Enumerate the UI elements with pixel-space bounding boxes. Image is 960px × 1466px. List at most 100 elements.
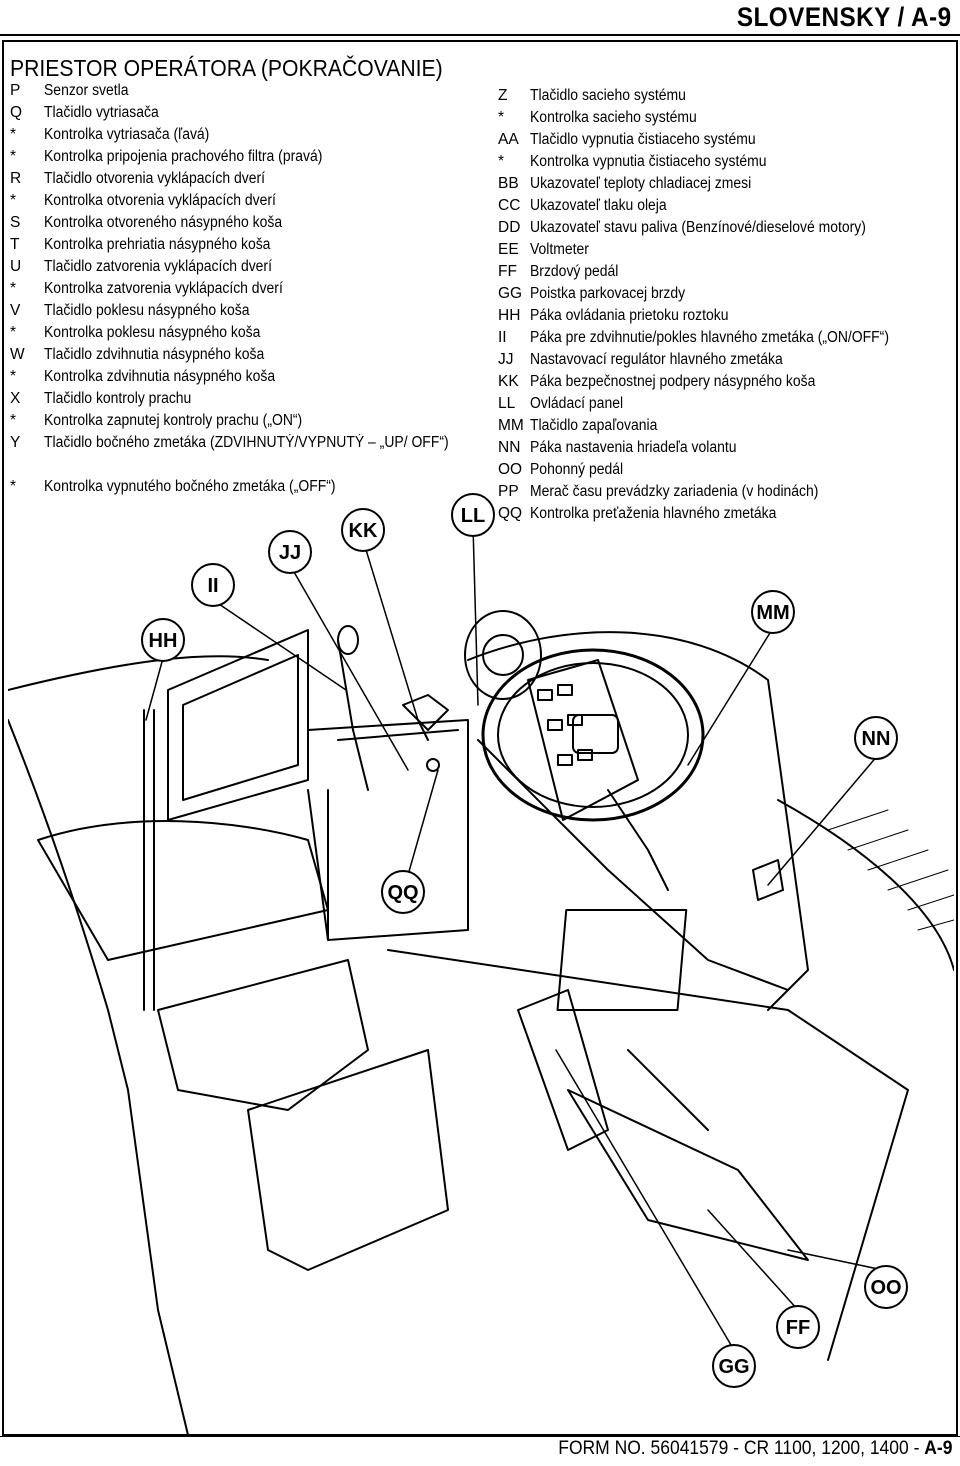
console-front	[327, 729, 459, 941]
legend-desc: Ukazovateľ stavu paliva (Benzínové/diese…	[530, 219, 866, 236]
footer-form-number: FORM NO. 56041579 - CR 1100, 1200, 1400 …	[557, 1438, 924, 1459]
drive-pedal	[567, 1089, 809, 1261]
legend-desc: Pohonný pedál	[530, 461, 624, 478]
legend-desc: Kontrolka zatvorenia vyklápacích dverí	[44, 280, 283, 297]
callout-label-hh: HH	[149, 630, 178, 652]
legend-key: II	[498, 329, 507, 346]
leader-nn	[767, 754, 879, 886]
leader-ll	[472, 525, 479, 706]
legend-desc: Tlačidlo bočného zmetáka (ZDVIHNUTÝ/VYPN…	[44, 434, 449, 451]
callout-label-ff: FF	[786, 1317, 810, 1339]
legend-desc: Ukazovateľ teploty chladiacej zmesi	[530, 175, 752, 192]
callout-label-jj: JJ	[279, 542, 301, 564]
legend-desc: Kontrolka sacieho systému	[530, 109, 697, 126]
callout-label-ii: II	[207, 575, 218, 597]
dashboard-lower	[477, 739, 789, 991]
legend-desc: Kontrolka vytriasača (ľavá)	[44, 126, 210, 143]
legend-item: *Kontrolka vypnutého bočného zmetáka („O…	[10, 476, 470, 498]
callout-label-gg: GG	[718, 1356, 749, 1378]
legend-desc: Tlačidlo sacieho systému	[530, 87, 686, 104]
gauge	[482, 634, 524, 676]
callout-circle	[191, 563, 235, 607]
callout-circle	[751, 590, 795, 634]
legend-desc: Kontrolka zapnutej kontroly prachu („ON“…	[44, 412, 303, 429]
legend-key: PP	[498, 483, 519, 500]
left-panel-inner	[182, 654, 299, 801]
legend-key: QQ	[498, 505, 523, 522]
legend-desc: Tlačidlo zdvihnutia násypného koša	[44, 346, 265, 363]
footer-rule	[0, 1436, 960, 1437]
callout-circle	[268, 530, 312, 574]
legend-item: R Tlačidlo otvorenia vyklápacích dverí	[10, 168, 470, 190]
legend-key: *	[10, 126, 17, 143]
pedal-bracket	[627, 1049, 709, 1131]
callouts: HH II JJ KK LL MM NN QQ FF GG OO	[141, 493, 908, 1388]
lever-kk	[417, 719, 429, 741]
callout-leaders	[145, 525, 884, 1351]
steering-hub	[572, 714, 619, 754]
footer-page-number: A-9	[923, 1438, 952, 1459]
leader-mm	[687, 627, 774, 766]
callout-label-kk: KK	[349, 520, 378, 542]
legend-desc: Kontrolka poklesu násypného koša	[44, 324, 261, 341]
panel-switch	[567, 714, 583, 726]
callout-circle	[451, 493, 495, 537]
legend-desc: Kontrolka pripojenia prachového filtra (…	[44, 148, 323, 165]
floor-plate	[556, 909, 688, 1011]
callout-qq: QQ	[381, 870, 425, 914]
legend-key: *	[10, 324, 17, 341]
callout-circle	[854, 716, 898, 760]
legend-key: OO	[498, 461, 523, 478]
callout-nn: NN	[854, 716, 898, 760]
legend-key: *	[10, 280, 17, 297]
legend-item: * Kontrolka pripojenia prachového filtra …	[10, 146, 470, 168]
legend-desc: Merač času prevádzky zariadenia (v hodin…	[530, 483, 819, 500]
lever-ii	[337, 639, 369, 791]
legend-key: *	[10, 148, 17, 165]
legend-key: W	[10, 346, 25, 363]
callout-circle	[776, 1305, 820, 1349]
steering-column	[607, 789, 669, 891]
legend-key: T	[10, 236, 20, 253]
callout-circle	[381, 870, 425, 914]
seat-back	[37, 820, 329, 961]
legend-desc: Ovládací panel	[530, 395, 624, 412]
control-panel	[527, 659, 639, 821]
legend-desc: Nastavovací regulátor hlavného zmetáka	[530, 351, 783, 368]
legend-desc: Tlačidlo otvorenia vyklápacích dverí	[44, 170, 265, 187]
legend-desc: Kontrolka zdvihnutia násypného koša	[44, 368, 276, 385]
levers	[337, 625, 449, 791]
right-hatching	[827, 809, 954, 931]
page-footer: FORM NO. 56041579 - CR 1100, 1200, 1400 …	[558, 1438, 952, 1460]
legend-item: W Tlačidlo zdvihnutia násypného koša	[10, 344, 470, 366]
legend-key: *	[10, 368, 17, 385]
machine-outline	[8, 610, 954, 1435]
panel-switch	[547, 719, 563, 731]
legend-desc: Kontrolka otvoreného násypného koša	[44, 214, 283, 231]
legend-desc: Tlačidlo kontroly prachu	[44, 390, 192, 407]
callout-jj: JJ	[268, 530, 312, 574]
left-rod	[143, 709, 155, 1011]
callout-label-qq: QQ	[387, 882, 418, 904]
legend-key: AA	[498, 131, 519, 148]
callout-oo: OO	[864, 1265, 908, 1309]
legend-desc: Kontrolka prehriatia násypného koša	[44, 236, 271, 253]
leader-jj	[289, 564, 409, 771]
legend-item: * Kontrolka vytriasača (ľavá)	[10, 124, 470, 146]
legend-key: *	[498, 153, 505, 170]
legend-desc: Tlačidlo poklesu násypného koša	[44, 302, 250, 319]
legend-key: *	[10, 192, 17, 209]
legend-desc: Tlačidlo vypnutia čistiaceho systému	[530, 131, 756, 148]
legend-key: P	[10, 82, 21, 99]
content-frame	[2, 40, 958, 1436]
legend-key: R	[10, 170, 22, 187]
